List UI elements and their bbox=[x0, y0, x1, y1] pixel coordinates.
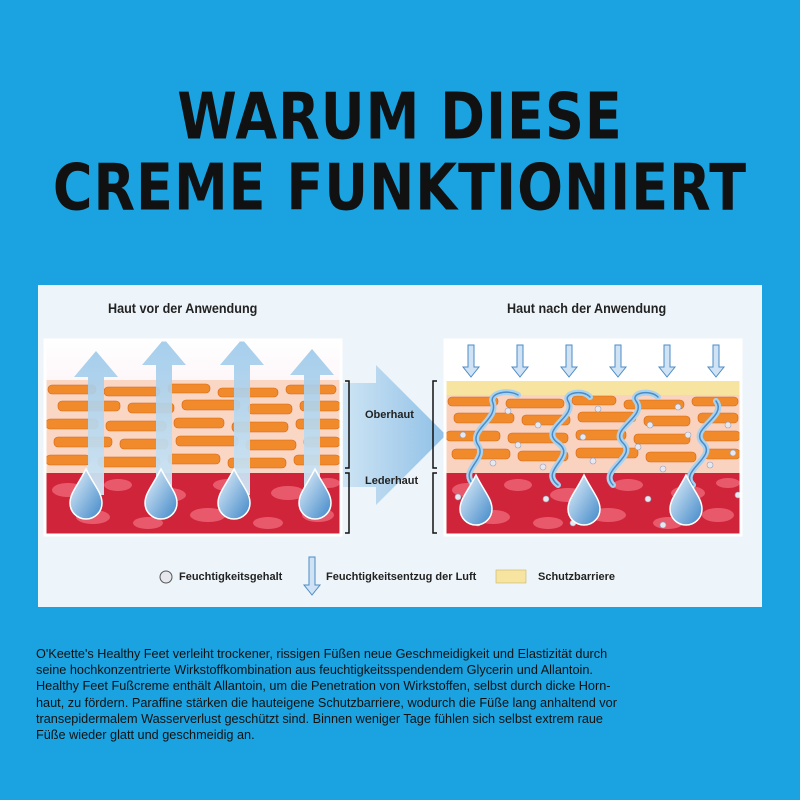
description-line: Füße wieder glatt und geschmeidig an. bbox=[36, 728, 255, 743]
legend-barrier: Schutzbarriere bbox=[538, 571, 616, 583]
air-loss-legend-icon bbox=[302, 556, 322, 596]
legend-moisture: Feuchtigkeitsgehalt bbox=[179, 571, 283, 583]
description-line: seine hochkonzentrierte Wirkstoffkombina… bbox=[36, 663, 593, 678]
skin-diagram bbox=[43, 338, 743, 596]
layer-label-oberhaut: Oberhaut bbox=[365, 409, 414, 421]
layer-label-lederhaut: Lederhaut bbox=[365, 475, 419, 487]
description-line: transepidermalem Wasserverlust geschützt… bbox=[36, 711, 603, 726]
legend-air-loss: Feuchtigkeitsentzug der Luft bbox=[326, 571, 477, 583]
before-title: Haut vor der Anwendung bbox=[108, 300, 258, 316]
skin-after bbox=[445, 340, 741, 535]
description-text: O'Keette's Healthy Feet verleiht trocken… bbox=[36, 646, 766, 743]
after-title: Haut nach der Anwendung bbox=[507, 300, 667, 316]
headline-line-2: CREME FUNKTIONIERT bbox=[52, 150, 748, 225]
headline: WARUM DIESE CREME FUNKTIONIERT bbox=[0, 79, 800, 225]
skin-diagram-panel: Haut vor der Anwendung Haut nach der Anw… bbox=[38, 285, 762, 607]
transition-arrow bbox=[343, 365, 446, 505]
barrier-legend-icon bbox=[495, 569, 527, 584]
skin-before bbox=[45, 340, 341, 535]
description-line: O'Keette's Healthy Feet verleiht trocken… bbox=[36, 647, 608, 661]
headline-line-1: WARUM DIESE bbox=[177, 79, 623, 154]
moisture-legend-icon bbox=[159, 570, 173, 584]
description-line: Healthy Feet Fußcreme enthält Allantoin,… bbox=[36, 679, 611, 694]
description-line: haut, zu fördern. Paraffine stärken die … bbox=[36, 695, 617, 710]
